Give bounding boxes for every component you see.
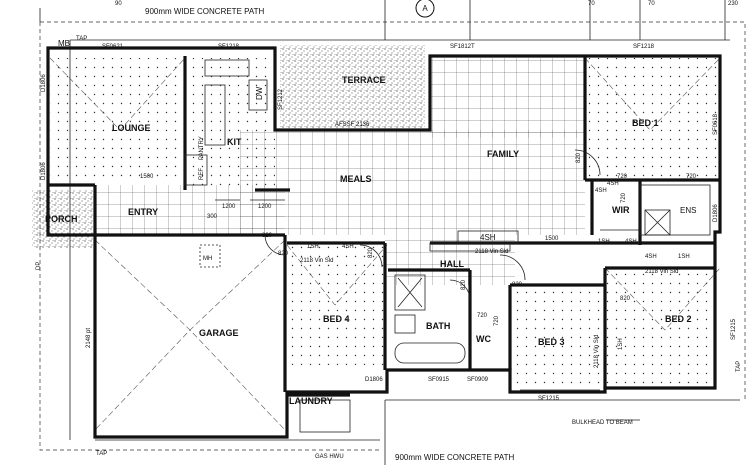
room-garage: GARAGE xyxy=(199,328,239,338)
section-marker: A xyxy=(415,0,435,18)
garage-door-size: 2148 pt xyxy=(86,328,92,348)
room-family: FAMILY xyxy=(487,149,519,159)
vin-sld-bed4: 2118 Vin Sld xyxy=(300,258,333,264)
tap-top: TAP xyxy=(76,36,87,42)
window-sf0621: SF0621 xyxy=(102,44,124,50)
tap-right: TAP xyxy=(736,361,742,372)
dim-1500a: 1500 xyxy=(140,174,154,180)
room-bed3: BED 3 xyxy=(538,337,565,347)
room-dw: DW xyxy=(255,86,264,100)
door-d1806d: D1806 xyxy=(365,377,383,383)
room-ens: ENS xyxy=(680,206,696,215)
dim-1200b: 1200 xyxy=(258,204,272,210)
window-sf1215a: SF1215 xyxy=(731,318,737,340)
room-pantry: PANTRY xyxy=(199,136,205,160)
dim-720a: 720 xyxy=(617,174,628,180)
dim-70b: 70 xyxy=(648,1,655,7)
walls xyxy=(46,46,722,439)
dp-label: DP xyxy=(36,262,42,270)
window-sf0618: SF0618 xyxy=(713,113,719,135)
window-sf1212: SF1212 xyxy=(278,88,284,110)
window-sf0909: SF0909 xyxy=(467,377,489,383)
section-marker-label: A xyxy=(422,4,428,13)
room-entry: ENTRY xyxy=(128,207,158,217)
door-d1806c: D1806 xyxy=(713,204,719,222)
top-path-label: 900mm WIDE CONCRETE PATH xyxy=(145,7,264,16)
dim-820b: 820 xyxy=(576,152,582,163)
room-laundry: LAUNDRY xyxy=(289,396,333,406)
window-afssf2136: AFSSF 2136 xyxy=(335,122,370,128)
garage-diagonals xyxy=(49,57,721,431)
window-sf0915: SF0915 xyxy=(428,377,450,383)
shelf-4sh-wir: 4SH xyxy=(607,181,619,187)
room-lounge: LOUNGE xyxy=(112,123,151,133)
bottom-path-label: 900mm WIDE CONCRETE PATH xyxy=(395,453,514,462)
shelf-1sh-bed4: 1SH xyxy=(307,244,319,250)
shelf-4sh-bed4: 4SH xyxy=(342,244,354,250)
floor-fills xyxy=(32,45,720,435)
room-bed4: BED 4 xyxy=(323,314,350,324)
shelf-1sh-ens: 1SH xyxy=(678,254,690,260)
room-meals: MEALS xyxy=(340,174,372,184)
window-sf1215b: SF1215 xyxy=(538,396,560,402)
dim-820g: 820 xyxy=(620,296,631,302)
door-d1806b: D1806 xyxy=(41,162,47,180)
dim-300: 300 xyxy=(207,214,218,220)
dim-70a: 70 xyxy=(588,1,595,7)
room-ref: REF xyxy=(199,168,205,180)
room-bath: BATH xyxy=(426,321,450,331)
dim-820f: 820 xyxy=(278,251,289,257)
room-bed2: BED 2 xyxy=(665,314,692,324)
dim-230: 230 xyxy=(728,1,739,7)
room-bed1: BED 1 xyxy=(632,118,659,128)
mh-label: MH xyxy=(203,256,212,262)
shelf-4sh-ens: 4SH xyxy=(645,254,657,260)
door-d1806a: D1806 xyxy=(41,74,47,92)
dim-720b: 720 xyxy=(686,174,697,180)
details xyxy=(184,59,711,433)
window-sf1218b: SF1218 xyxy=(633,44,655,50)
dim-720c: 720 xyxy=(621,192,627,203)
dim-1500b: 1500 xyxy=(545,236,559,242)
dim-720e: 720 xyxy=(494,315,500,326)
vin-sld-hall: 2118 Vin Sld xyxy=(475,249,508,255)
dim-1200a: 1200 xyxy=(222,204,236,210)
shelf-4sh-wir2: 4SH xyxy=(625,239,637,245)
dim-820a: 820 xyxy=(262,233,273,239)
mb-label: MB xyxy=(58,39,70,48)
dim-820e: 820 xyxy=(512,282,523,288)
bulkhead-label: BULKHEAD TO BEAM xyxy=(572,420,633,426)
room-porch: PORCH xyxy=(45,214,78,224)
dim-820d: 820 xyxy=(461,279,467,290)
dim-820c: 820 xyxy=(368,247,374,258)
vin-sld-ens: 2118 Vin Sld xyxy=(645,269,678,275)
dim-90: 90 xyxy=(115,1,122,7)
room-wc: WC xyxy=(476,334,491,344)
shelf-4sh-hall: 4SH xyxy=(480,233,496,242)
room-kit: KIT xyxy=(227,137,242,147)
room-hall: HALL xyxy=(440,259,464,269)
window-sf1218a: SF1218 xyxy=(218,44,240,50)
tap-bottom: TAP xyxy=(96,451,107,457)
room-terrace: TERRACE xyxy=(342,75,386,85)
room-wir: WIR xyxy=(612,205,630,215)
gas-hwu-label: GAS HWU xyxy=(315,454,344,460)
shelf-4sh-family: 4SH xyxy=(595,188,607,194)
window-sf1812t: SF1812T xyxy=(450,44,475,50)
dim-720d: 720 xyxy=(477,313,488,319)
shelf-1sh-bed2: 1SH xyxy=(618,338,624,350)
shelf-1sh-wir: 1SH xyxy=(598,239,610,245)
vin-sld-bed3: 2118 Vin Sld xyxy=(594,335,600,368)
